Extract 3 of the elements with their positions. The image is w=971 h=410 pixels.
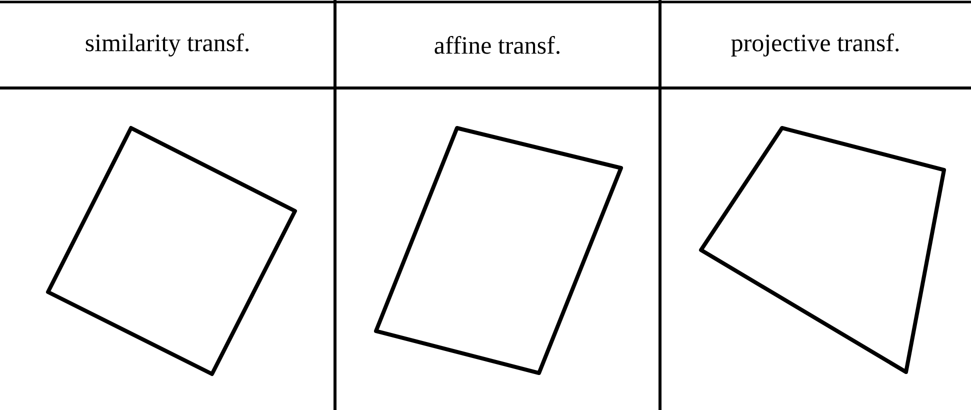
column-header: similarity transf. xyxy=(86,34,248,56)
column-header: affine transf. xyxy=(434,36,560,54)
column-header: projective transf. xyxy=(731,34,899,56)
